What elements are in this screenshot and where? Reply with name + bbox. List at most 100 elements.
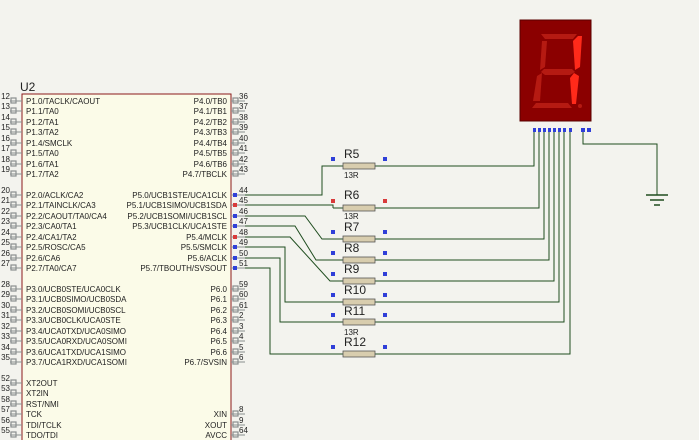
microcontroller-u2[interactable]: U2 12P1.0/TACLK/CAOUT13P1.1/TA014P1.2/TA… — [1, 80, 248, 440]
pin-terminal[interactable] — [232, 170, 239, 177]
pin-terminal[interactable] — [10, 201, 17, 208]
resistor-value-label: 13R — [344, 171, 359, 180]
pin-terminal[interactable] — [232, 118, 239, 125]
resistor-pin-marker — [383, 251, 387, 255]
pin-name: TCK — [26, 410, 43, 419]
pin-terminal[interactable] — [10, 139, 17, 146]
pin-terminal[interactable] — [232, 306, 239, 313]
resistor-r9[interactable]: R9 — [331, 262, 388, 285]
pin-terminal[interactable] — [232, 410, 239, 417]
pin-number: 53 — [1, 384, 10, 393]
pin-number: 27 — [1, 259, 10, 268]
pin-terminal[interactable] — [10, 316, 17, 323]
wire — [388, 131, 540, 209]
pin-number: 48 — [239, 228, 248, 237]
resistor-pin-marker — [383, 199, 387, 203]
pin-name: P6.6 — [211, 348, 228, 357]
pin-terminal[interactable] — [10, 306, 17, 313]
display-pin-marker — [558, 128, 561, 132]
pin-number: 57 — [1, 405, 10, 414]
pin-terminal[interactable] — [232, 139, 239, 146]
resistor-pin-marker — [331, 199, 335, 203]
pin-terminal[interactable] — [10, 410, 17, 417]
pin-terminal[interactable] — [10, 379, 17, 386]
pin-terminal[interactable] — [232, 285, 239, 292]
seven-segment-display[interactable]: 1 — [519, 19, 592, 132]
pin-terminal[interactable] — [10, 97, 17, 104]
pin-terminal[interactable] — [10, 337, 17, 344]
pin-number: 13 — [1, 102, 10, 111]
display-segments — [532, 34, 582, 108]
pin-terminal[interactable] — [232, 358, 239, 365]
resistor-r10[interactable]: R10 — [331, 283, 388, 306]
pin-terminal[interactable] — [10, 243, 17, 250]
resistor-body — [342, 318, 376, 326]
pin-terminal[interactable] — [232, 128, 239, 135]
pin-terminal[interactable] — [10, 358, 17, 365]
resistor-ref-label: R7 — [344, 220, 360, 234]
pin-terminal[interactable] — [232, 295, 239, 302]
display-pin-marker — [543, 128, 546, 132]
pin-terminal[interactable] — [232, 316, 239, 323]
pin-terminal[interactable] — [232, 348, 239, 355]
pin-number: 39 — [239, 123, 248, 132]
pin-name: P3.1/UCB0SIMO/UCB0SDA — [26, 295, 127, 304]
pin-terminal[interactable] — [10, 285, 17, 292]
pin-terminal[interactable] — [232, 97, 239, 104]
resistor-value-label: 13R — [344, 328, 359, 337]
pin-number: 2 — [239, 311, 244, 320]
pin-terminal[interactable] — [232, 337, 239, 344]
pin-name: P6.7/SVSIN — [184, 358, 227, 367]
pin-terminal[interactable] — [10, 128, 17, 135]
pin-terminal[interactable] — [232, 107, 239, 114]
resistor-r7[interactable]: R7 — [331, 220, 388, 243]
pin-terminal[interactable] — [10, 170, 17, 177]
pin-terminal[interactable] — [10, 389, 17, 396]
pin-terminal[interactable] — [10, 160, 17, 167]
pin-name: P6.0 — [211, 285, 228, 294]
pin-number: 58 — [1, 395, 10, 404]
pin-name: P3.6/UCA1TXD/UCA1SIMO — [26, 348, 126, 357]
pin-terminal[interactable] — [10, 348, 17, 355]
resistor-r12[interactable]: R12 — [331, 335, 388, 358]
pin-terminal[interactable] — [10, 149, 17, 156]
pin-terminal[interactable] — [10, 254, 17, 261]
pin-number: 17 — [1, 144, 10, 153]
pin-name: P2.7/TA0/CA7 — [26, 264, 77, 273]
pin-terminal[interactable] — [10, 327, 17, 334]
display-pin-marker — [563, 128, 566, 132]
pin-terminal[interactable] — [10, 264, 17, 271]
pin-terminal[interactable] — [10, 400, 17, 407]
pin-name: P5.1/UCB1SIMO/UCB1SDA — [127, 201, 228, 210]
display-pin-marker — [548, 128, 551, 132]
pin-terminal[interactable] — [10, 222, 17, 229]
pin-terminal[interactable] — [10, 212, 17, 219]
pin-terminal[interactable] — [232, 149, 239, 156]
pin-terminal[interactable] — [232, 421, 239, 428]
wire-layer — [245, 131, 658, 355]
resistor-body — [342, 204, 376, 212]
pin-name: P4.2/TB2 — [194, 118, 228, 127]
wire — [245, 225, 333, 261]
pin-name: P3.2/UCB0SOMI/UCB0SCL — [26, 306, 126, 315]
pin-terminal[interactable] — [10, 118, 17, 125]
pin-number: 32 — [1, 322, 10, 331]
pin-terminal[interactable] — [10, 233, 17, 240]
pin-name: P1.6/TA1 — [26, 160, 59, 169]
pin-terminal[interactable] — [232, 160, 239, 167]
pin-terminal[interactable] — [10, 191, 17, 198]
pin-terminal[interactable] — [10, 431, 17, 438]
resistor-pin-marker — [331, 251, 335, 255]
pin-terminal[interactable] — [232, 431, 239, 438]
pin-number: 60 — [239, 290, 248, 299]
pin-terminal[interactable] — [10, 107, 17, 114]
pin-terminal[interactable] — [10, 421, 17, 428]
pin-terminal[interactable] — [232, 327, 239, 334]
resistor-r8[interactable]: R8 — [331, 241, 388, 264]
pin-name: P4.6/TB6 — [194, 160, 228, 169]
pin-terminal[interactable] — [10, 295, 17, 302]
